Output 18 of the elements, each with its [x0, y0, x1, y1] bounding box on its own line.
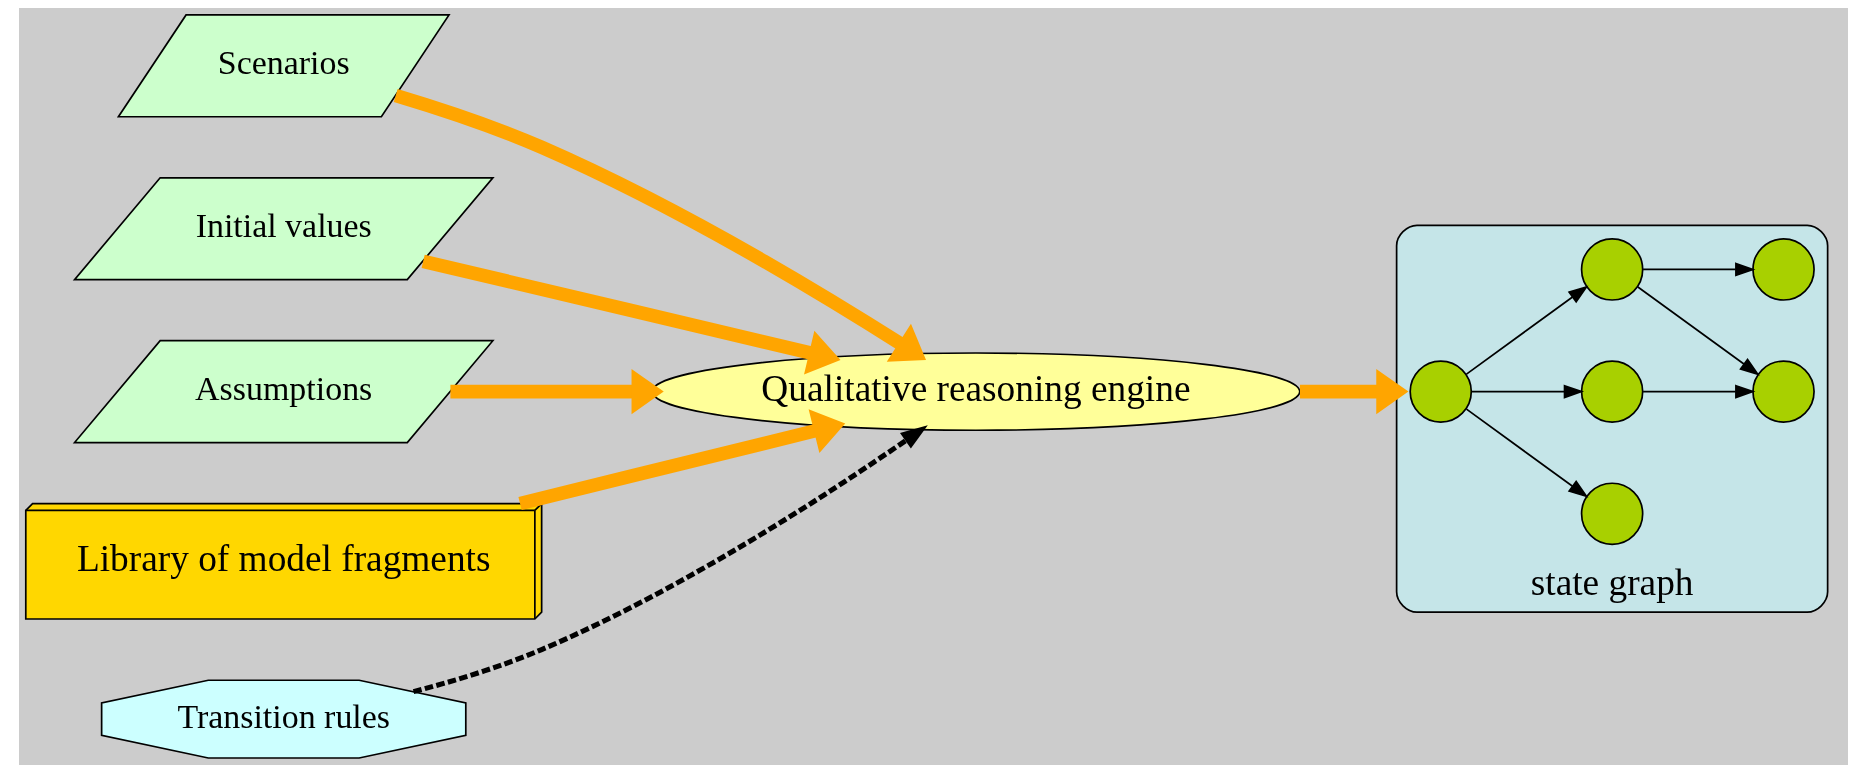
cluster: state graph [1395, 224, 1829, 614]
arrow [1637, 286, 1760, 376]
arrow [1465, 285, 1589, 375]
arrow [1642, 262, 1756, 277]
node-circle [1580, 238, 1644, 301]
arrow [393, 88, 927, 362]
node-circle [1580, 360, 1644, 424]
arrow [1299, 369, 1409, 415]
node-circle [1409, 360, 1473, 424]
arrow [412, 425, 928, 695]
node-circle [1580, 482, 1644, 546]
node-circle [1752, 238, 1815, 301]
arrow [1642, 384, 1756, 399]
arrow [1465, 408, 1589, 498]
arrow [421, 254, 841, 375]
arrow [1470, 384, 1585, 399]
node-circle [1752, 360, 1815, 424]
arrow [450, 369, 664, 415]
